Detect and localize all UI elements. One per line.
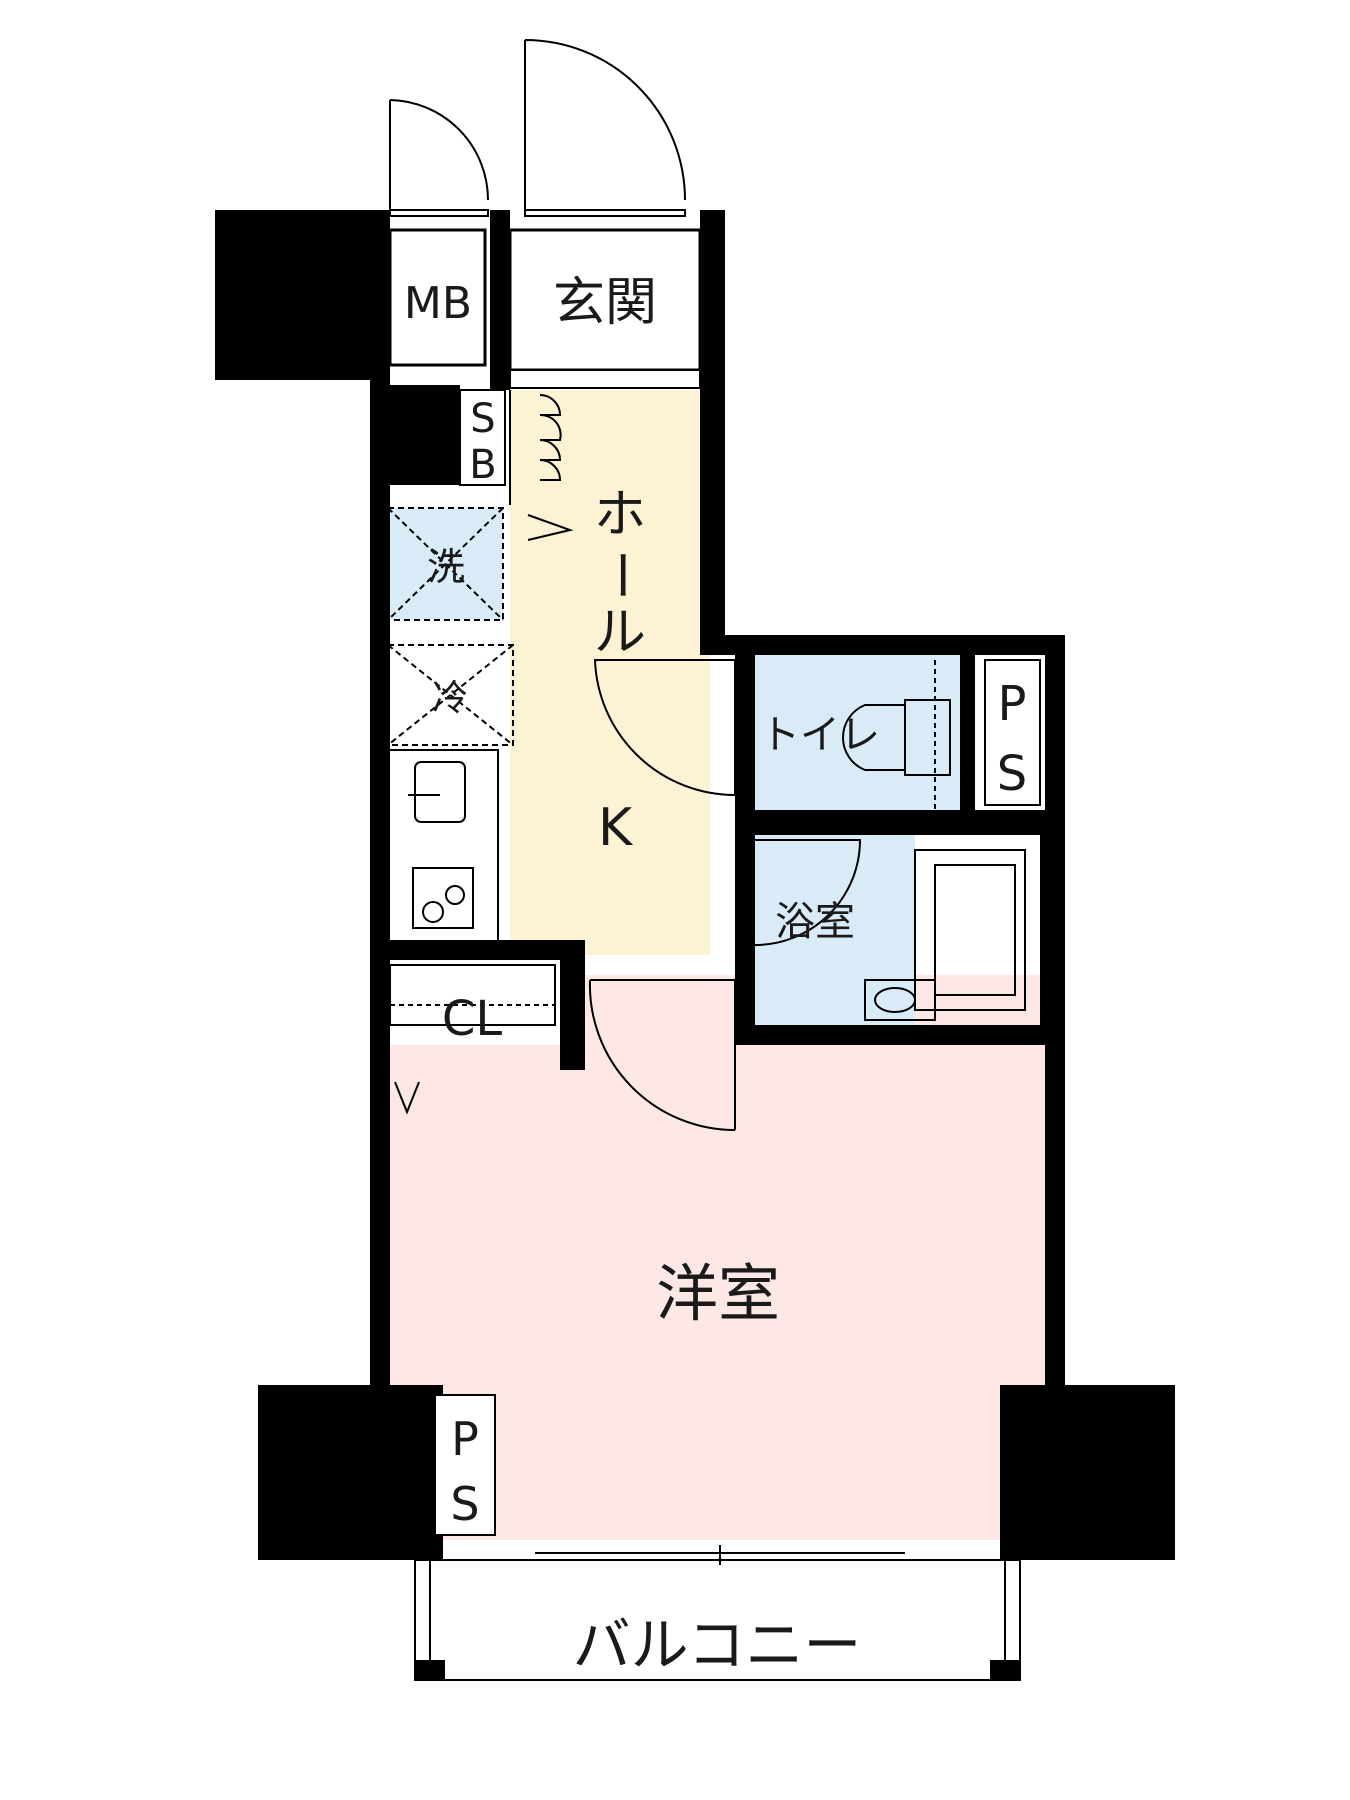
mb-box — [388, 228, 487, 367]
label-entrance: 玄関 — [553, 273, 657, 333]
label-washer: 洗 — [427, 545, 465, 589]
label-ps-top-s: S — [997, 746, 1027, 802]
label-bath: 浴室 — [775, 899, 855, 945]
label-hall-2: ー — [590, 549, 650, 601]
label-western-room: 洋室 — [656, 1257, 780, 1330]
room-labels: MB 玄関 S B ホ ー ル 洗 冷 K トイレ P S 浴室 CL 洋室 P… — [404, 273, 1027, 1679]
hall-kitchen-floor-top — [510, 390, 710, 391]
label-toilet: トイレ — [760, 712, 880, 758]
ps-bottom-box — [434, 1394, 496, 1536]
entrance-box — [508, 228, 702, 372]
fixtures — [387, 507, 1026, 1681]
label-sb-s: S — [470, 396, 495, 442]
label-closet: CL — [442, 991, 503, 1047]
label-hall-3: ル — [594, 603, 646, 663]
bath-floor — [755, 835, 915, 1025]
label-kitchen: K — [598, 798, 634, 858]
label-ps-bottom-p: P — [451, 1412, 479, 1466]
walls — [215, 210, 1175, 1680]
label-fridge: 冷 — [432, 678, 468, 719]
label-balcony: バルコニー — [573, 1611, 862, 1679]
ps-top-box — [984, 659, 1041, 806]
label-hall-1: ホ — [594, 485, 646, 545]
label-ps-top-p: P — [998, 676, 1027, 732]
doors — [389, 39, 862, 1131]
label-sb-b: B — [469, 442, 496, 488]
hall-kitchen-floor — [510, 390, 710, 955]
label-mb: MB — [404, 278, 472, 329]
label-ps-bottom-s: S — [450, 1477, 479, 1531]
sb-box — [459, 389, 506, 486]
entrance-step — [509, 369, 701, 389]
